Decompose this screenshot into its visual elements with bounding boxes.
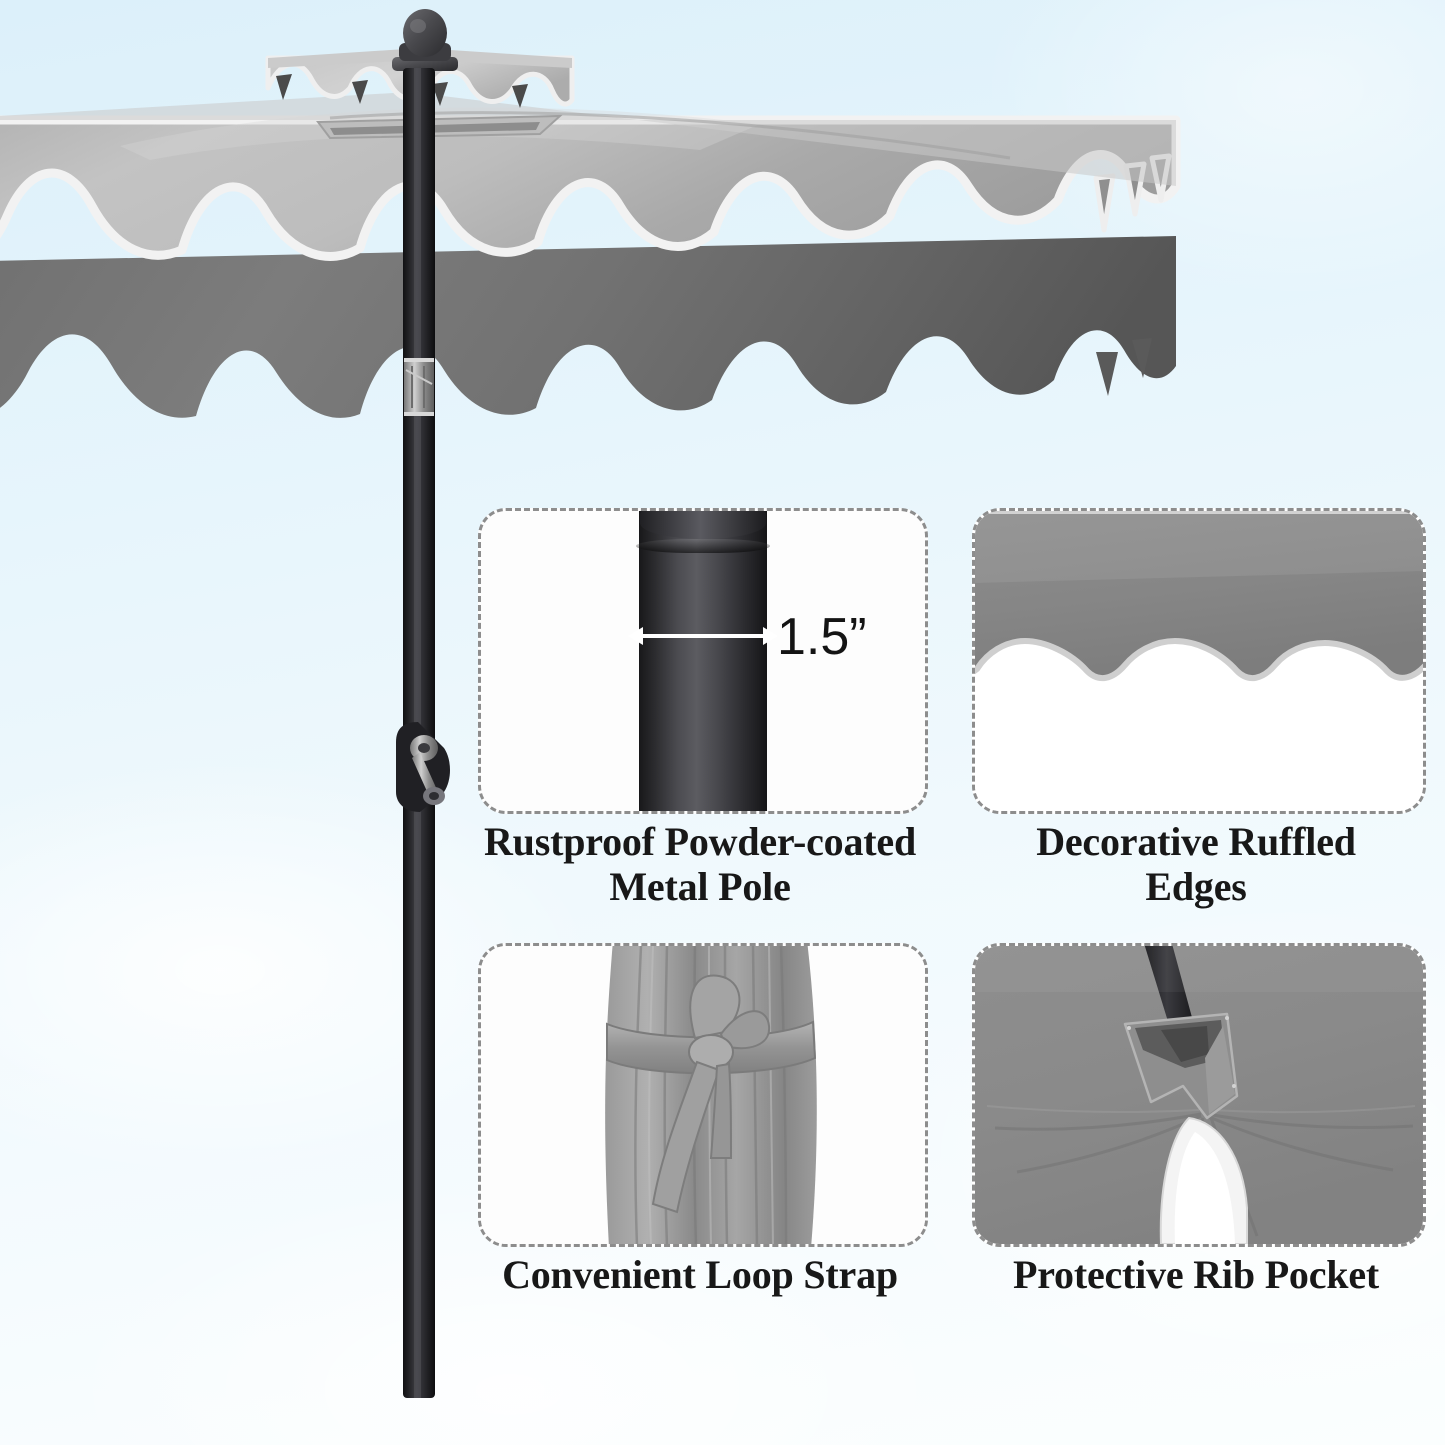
caption-line-2: Metal Pole: [609, 863, 791, 909]
panel-caption-pole: Rustproof Powder-coated Metal Pole: [478, 819, 922, 910]
crank-handle[interactable]: [396, 722, 450, 812]
panel-image-frame-strap: [478, 943, 928, 1247]
rib-pocket-photo: [975, 946, 1423, 1244]
pole-top-cap: [640, 511, 766, 539]
canopy-valance: [0, 236, 1176, 418]
center-pole: [396, 68, 450, 1398]
pole-collar-ring: [636, 539, 770, 553]
pole-closeup-photo: [639, 511, 767, 811]
panel-caption-pocket: Protective Rib Pocket: [972, 1252, 1420, 1298]
runner-hub: [404, 358, 434, 416]
finial-knob: [392, 9, 458, 71]
ruffled-edge-photo: [975, 511, 1423, 811]
caption-line-2: Edges: [1145, 863, 1247, 909]
canopy-top: [0, 92, 1181, 261]
panel-image-frame-ruffle: [972, 508, 1426, 814]
canopy-second-tier: [265, 48, 575, 140]
panel-caption-ruffle: Decorative Ruffled Edges: [972, 819, 1420, 910]
caption-line-1: Protective Rib Pocket: [1012, 1252, 1380, 1297]
cloud-wash-3: [980, 0, 1445, 300]
caption-line-1: Decorative Ruffled: [1036, 819, 1356, 864]
canopy-seam: [329, 111, 1011, 160]
caption-line-1: Convenient Loop Strap: [502, 1252, 898, 1297]
caption-line-1: Rustproof Powder-coated: [483, 819, 916, 864]
loop-strap-photo: [481, 946, 925, 1244]
panel-caption-strap: Convenient Loop Strap: [478, 1252, 922, 1298]
panel-image-frame-pole: 1.5”: [478, 508, 928, 814]
diameter-label: 1.5”: [777, 608, 867, 666]
diameter-arrow-icon: [628, 627, 778, 645]
panel-image-frame-pocket: [972, 943, 1426, 1247]
